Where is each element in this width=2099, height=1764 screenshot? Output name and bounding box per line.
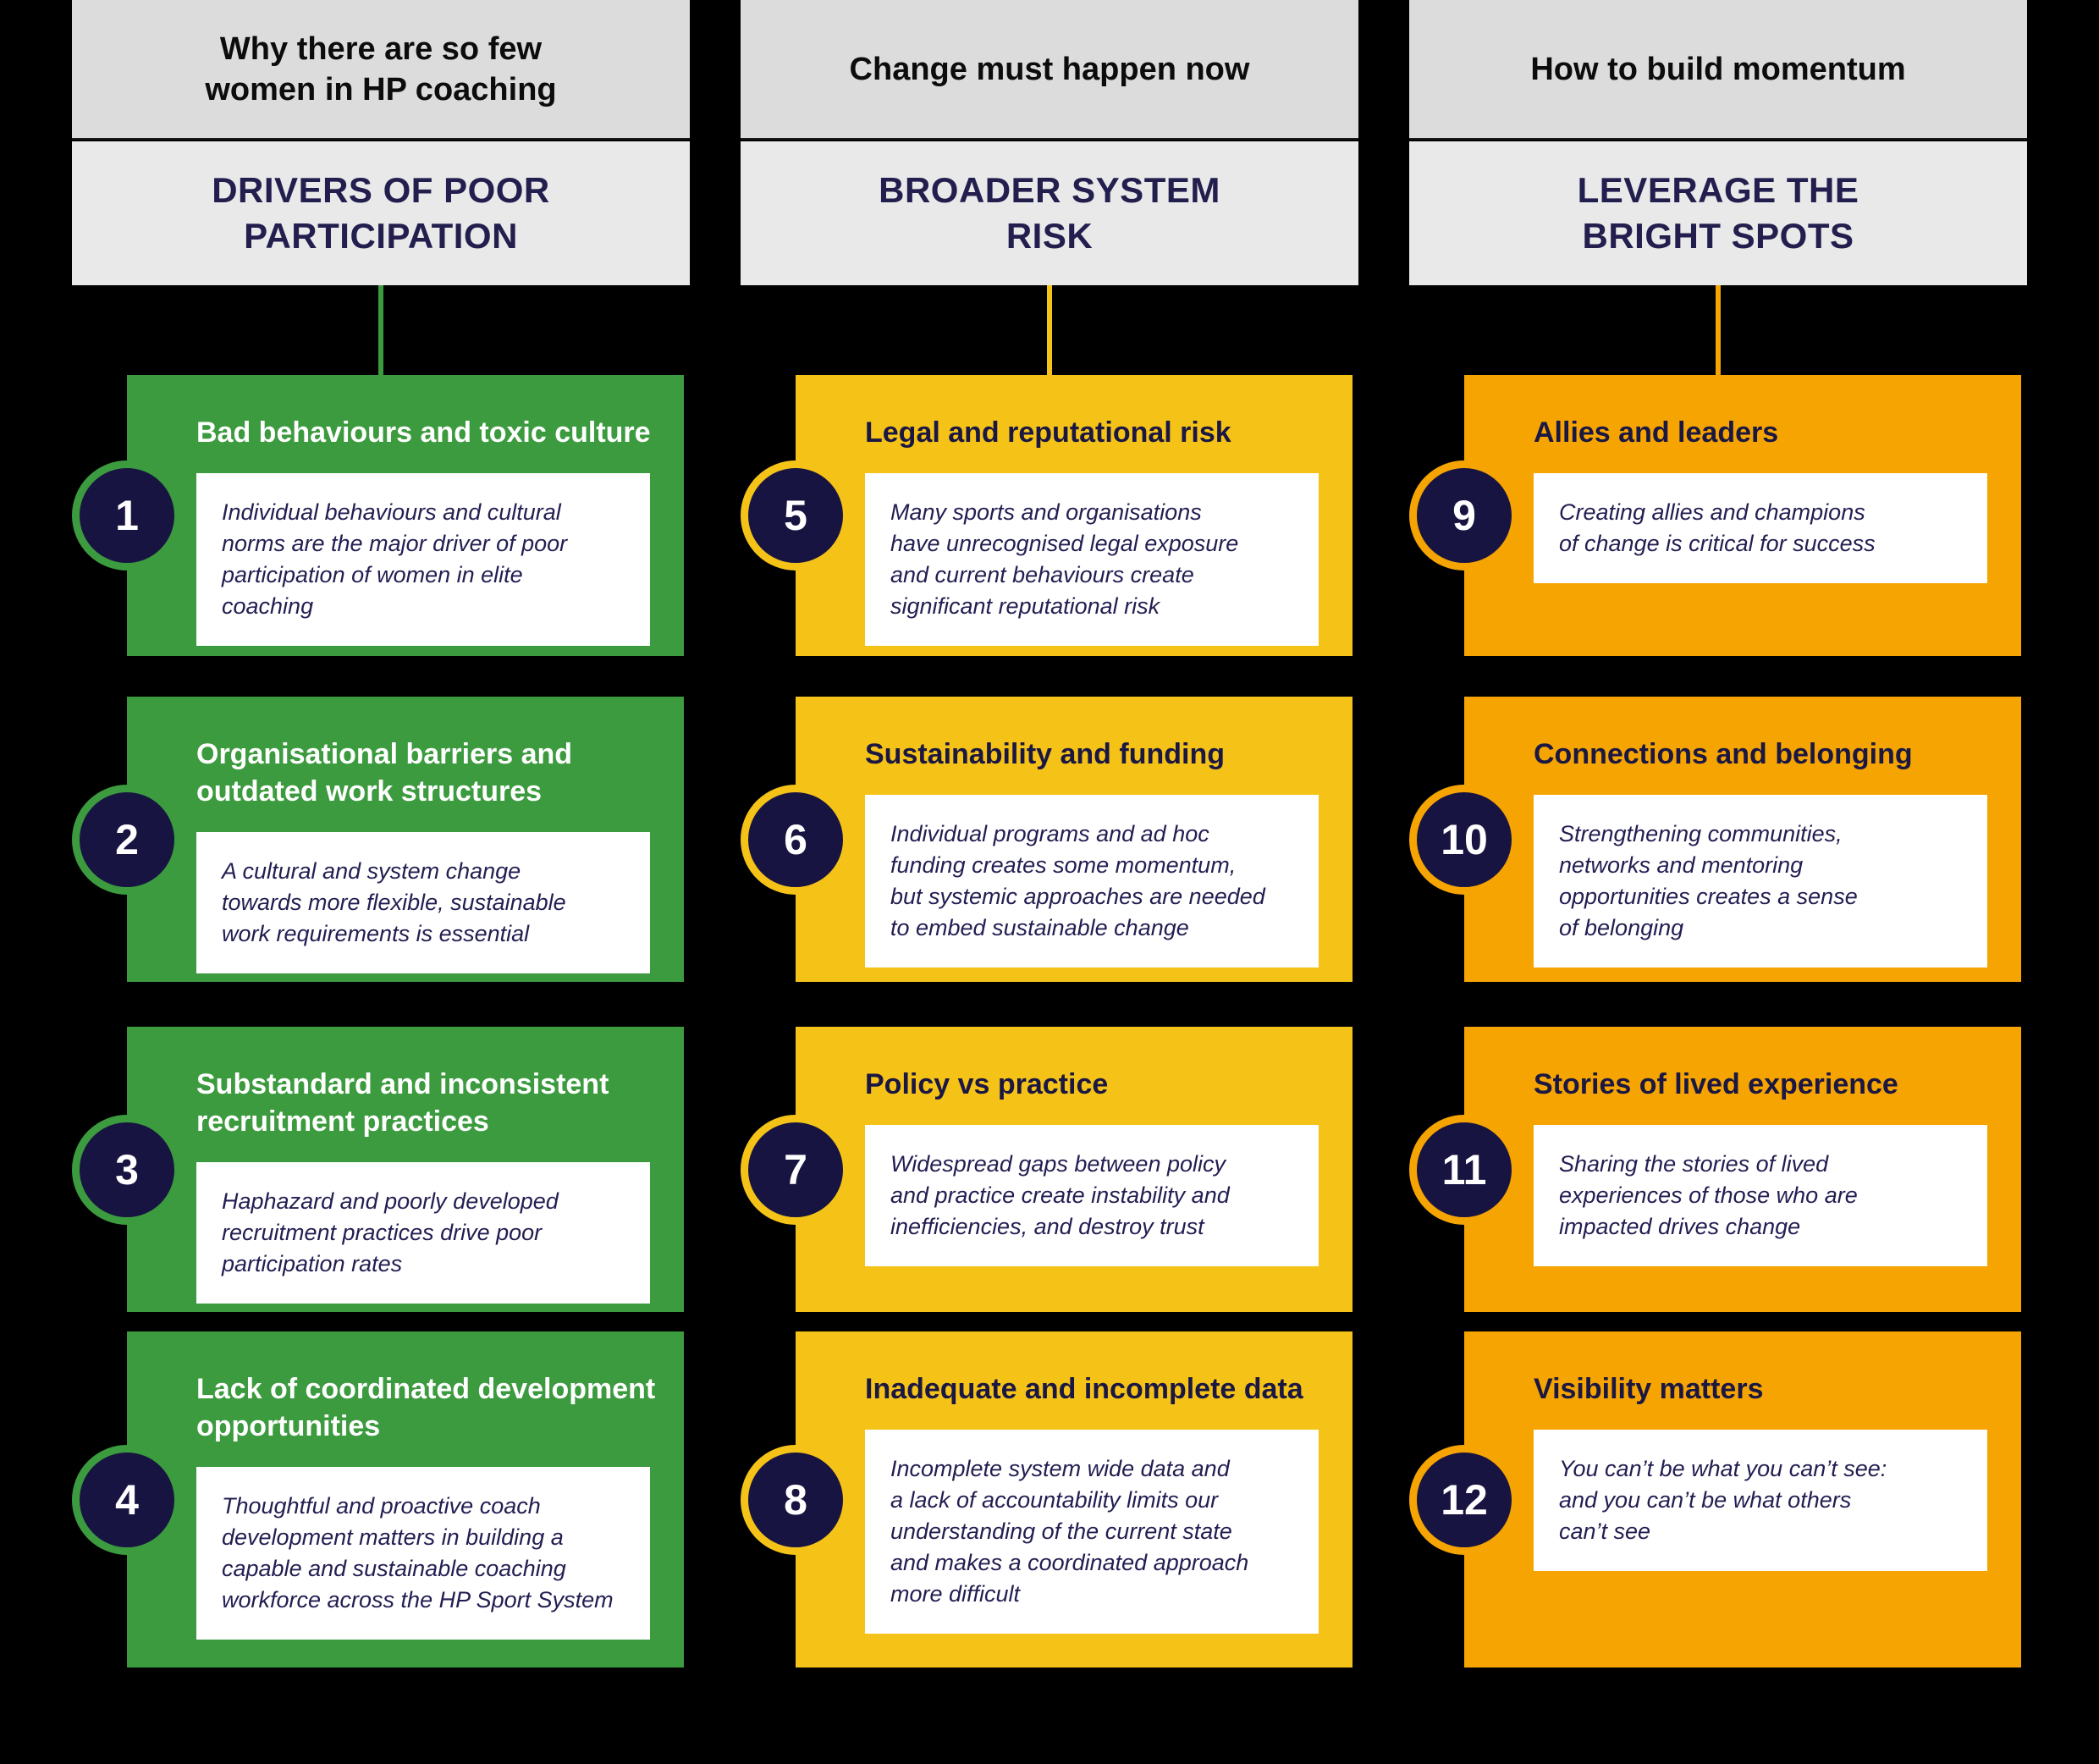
card-number-badge: 10 <box>1409 784 1519 895</box>
card-body-text: Sharing the stories of lived experiences… <box>1559 1151 1858 1239</box>
card-number: 6 <box>784 815 807 863</box>
card-body-box: Incomplete system wide data and a lack o… <box>865 1430 1319 1634</box>
column-question-header: Change must happen now <box>741 0 1358 140</box>
card-9: 9 Allies and leaders Creating allies and… <box>1409 375 2021 656</box>
card-title: Organisational barriers and outdated wor… <box>196 738 573 808</box>
card-title: Lack of coordinated development opportun… <box>196 1373 656 1442</box>
card-number: 9 <box>1452 492 1476 539</box>
card-number-badge: 9 <box>1409 460 1519 571</box>
card-number: 5 <box>784 492 807 539</box>
card-body-box: Widespread gaps between policy and pract… <box>865 1125 1319 1266</box>
card-number: 3 <box>115 1145 139 1193</box>
column-title-header: BROADER SYSTEM RISK <box>741 141 1358 285</box>
card-number: 1 <box>115 492 139 539</box>
card-title: Allies and leaders <box>1534 416 1779 449</box>
column-question-header: How to build momentum <box>1409 0 2027 140</box>
card-number-badge: 12 <box>1409 1444 1519 1555</box>
column-question: Why there are so few women in HP coachin… <box>205 30 557 107</box>
card-title: Stories of lived experience <box>1534 1068 1898 1100</box>
card-body-text: Individual programs and ad hoc funding c… <box>890 821 1265 940</box>
column-title: BROADER SYSTEM RISK <box>879 170 1220 256</box>
card-body-text: Thoughtful and proactive coach developme… <box>222 1493 614 1612</box>
card-title: Connections and belonging <box>1534 738 1913 770</box>
card-number: 10 <box>1441 815 1488 863</box>
column-question-header: Why there are so few women in HP coachin… <box>72 0 690 140</box>
card-number: 4 <box>115 1475 139 1524</box>
card-title: Visibility matters <box>1534 1373 1764 1405</box>
card-5: 5 Legal and reputational risk Many sport… <box>741 375 1353 656</box>
card-11: 11 Stories of lived experience Sharing t… <box>1409 1027 2021 1312</box>
column-title: DRIVERS OF POOR PARTICIPATION <box>212 170 550 256</box>
card-body-box: You can’t be what you can’t see: and you… <box>1534 1430 1987 1571</box>
card-body-box: Haphazard and poorly developed recruitme… <box>196 1162 650 1304</box>
card-title: Inadequate and incomplete data <box>865 1373 1303 1405</box>
card-number-badge: 3 <box>72 1114 182 1225</box>
card-1: 1 Bad behaviours and toxic culture Indiv… <box>72 375 684 656</box>
card-body-box: A cultural and system change towards mor… <box>196 832 650 973</box>
card-number-badge: 2 <box>72 784 182 895</box>
card-body-text: Incomplete system wide data and a lack o… <box>890 1456 1249 1607</box>
card-title: Bad behaviours and toxic culture <box>196 416 651 449</box>
card-number-badge: 1 <box>72 460 182 571</box>
card-number-badge: 8 <box>741 1444 851 1555</box>
connector-line <box>1716 285 1721 375</box>
card-body-text: Haphazard and poorly developed recruitme… <box>222 1188 559 1276</box>
card-12: 12 Visibility matters You can’t be what … <box>1409 1331 2021 1668</box>
card-body-text: You can’t be what you can’t see: and you… <box>1559 1456 1887 1544</box>
card-body-box: Individual programs and ad hoc funding c… <box>865 795 1319 967</box>
card-number-badge: 4 <box>72 1444 182 1555</box>
column-momentum: How to build momentum LEVERAGE THE BRIGH… <box>1409 0 2027 1764</box>
column-drivers: Why there are so few women in HP coachin… <box>72 0 690 1764</box>
column-question: Change must happen now <box>849 51 1250 87</box>
card-body-text: Many sports and organisations have unrec… <box>890 499 1239 619</box>
card-body-box: Many sports and organisations have unrec… <box>865 473 1319 646</box>
card-body-text: Creating allies and champions of change … <box>1559 499 1876 556</box>
card-body-box: Sharing the stories of lived experiences… <box>1534 1125 1987 1266</box>
card-8: 8 Inadequate and incomplete data Incompl… <box>741 1331 1353 1668</box>
card-number-badge: 11 <box>1409 1114 1519 1225</box>
card-number: 7 <box>784 1145 807 1193</box>
card-title: Sustainability and funding <box>865 738 1225 770</box>
card-10: 10 Connections and belonging Strengtheni… <box>1409 697 2021 982</box>
card-body-box: Creating allies and champions of change … <box>1534 473 1987 583</box>
card-body-box: Individual behaviours and cultural norms… <box>196 473 650 646</box>
card-body-text: Strengthening communities, networks and … <box>1559 821 1858 940</box>
card-6: 6 Sustainability and funding Individual … <box>741 697 1353 982</box>
card-2: 2 Organisational barriers and outdated w… <box>72 697 684 982</box>
card-3: 3 Substandard and inconsistent recruitme… <box>72 1027 684 1312</box>
column-question: How to build momentum <box>1530 51 1906 87</box>
card-body-box: Thoughtful and proactive coach developme… <box>196 1467 650 1640</box>
column-title-header: LEVERAGE THE BRIGHT SPOTS <box>1409 141 2027 285</box>
connector-line <box>1047 285 1052 375</box>
column-risk: Change must happen now BROADER SYSTEM RI… <box>741 0 1358 1764</box>
card-number: 11 <box>1441 1145 1487 1193</box>
card-title: Substandard and inconsistent recruitment… <box>196 1068 609 1138</box>
card-number: 12 <box>1441 1475 1488 1524</box>
card-body-text: Individual behaviours and cultural norms… <box>222 499 568 619</box>
connector-line <box>378 285 383 375</box>
card-number-badge: 5 <box>741 460 851 571</box>
card-title: Legal and reputational risk <box>865 416 1231 449</box>
column-title: LEVERAGE THE BRIGHT SPOTS <box>1577 170 1859 256</box>
card-body-text: Widespread gaps between policy and pract… <box>890 1151 1230 1239</box>
card-body-text: A cultural and system change towards mor… <box>222 858 566 946</box>
card-4: 4 Lack of coordinated development opport… <box>72 1331 684 1668</box>
column-title-header: DRIVERS OF POOR PARTICIPATION <box>72 141 690 285</box>
card-number: 2 <box>115 815 139 863</box>
card-number: 8 <box>784 1475 807 1524</box>
card-body-box: Strengthening communities, networks and … <box>1534 795 1987 967</box>
card-number-badge: 7 <box>741 1114 851 1225</box>
card-7: 7 Policy vs practice Widespread gaps bet… <box>741 1027 1353 1312</box>
card-title: Policy vs practice <box>865 1068 1109 1100</box>
card-number-badge: 6 <box>741 784 851 895</box>
